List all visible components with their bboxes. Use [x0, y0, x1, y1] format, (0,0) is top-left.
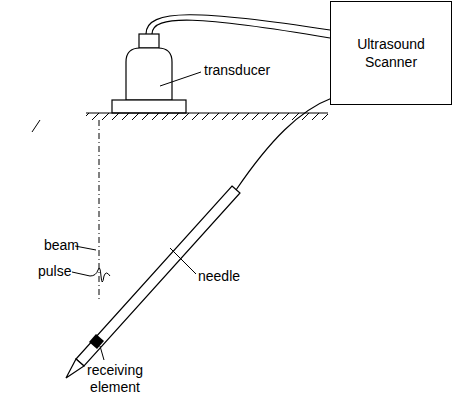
part-label: needle: [198, 268, 240, 285]
leader-line: [170, 248, 196, 274]
part-label: beam: [44, 237, 79, 254]
needle-tip: [66, 359, 84, 378]
ground-mark: [32, 120, 40, 132]
ground-line: [86, 112, 328, 113]
transducer-cable: [152, 20, 330, 38]
transducer-base: [112, 100, 186, 113]
beam-line: [99, 120, 100, 300]
pulse-symbol: [90, 268, 110, 282]
needle-shaft: [76, 186, 240, 366]
part-label: pulse: [38, 263, 71, 280]
transducer-cap: [139, 34, 159, 48]
part-label: transducer: [204, 62, 270, 79]
ground-hatch: [86, 113, 328, 122]
needle-cable: [236, 98, 332, 190]
scanner-box: Ultrasound Scanner: [330, 1, 452, 105]
transducer-body: [126, 48, 172, 100]
receiving-element-band: [89, 334, 104, 349]
leader-line: [100, 346, 104, 360]
part-label: receiving element: [75, 362, 155, 396]
node-text: Ultrasound Scanner: [337, 35, 445, 71]
leader-line: [160, 72, 201, 86]
leader-line: [72, 272, 90, 276]
